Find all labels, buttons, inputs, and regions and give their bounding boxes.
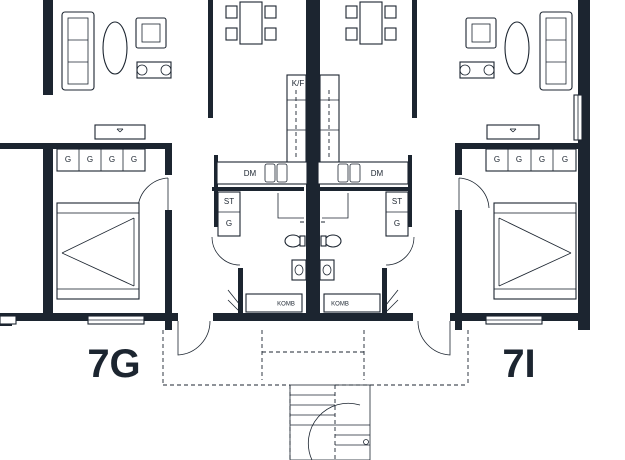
- right-sofa: [539, 11, 573, 91]
- left-kitchen: K/F DM: [216, 74, 308, 185]
- right-wardrobes: G G G G: [485, 148, 577, 172]
- combi-units: KOMB KOMB: [227, 289, 399, 313]
- entrance-stairs: [289, 384, 371, 460]
- left-coffee-table: [102, 21, 128, 75]
- wardrobe-label: G: [539, 155, 545, 164]
- left-bedroom-door: [137, 177, 169, 210]
- wardrobe-label: G: [131, 155, 137, 164]
- wardrobe-label: G: [109, 155, 115, 164]
- left-storage: ST G: [211, 191, 241, 266]
- dishwasher-label: DM: [371, 169, 384, 178]
- right-wheelchair-icon: [459, 61, 495, 79]
- wardrobe-label: G: [226, 219, 232, 228]
- right-bed: [493, 202, 577, 300]
- right-dining-table: [345, 1, 397, 45]
- unit-label-7i: 7I: [502, 342, 535, 386]
- combi-label: KOMB: [331, 302, 349, 308]
- right-tv-bench: [486, 124, 540, 140]
- right-bedroom-door: [458, 177, 490, 210]
- right-storage: ST G: [385, 191, 415, 266]
- wardrobe-label: G: [494, 155, 500, 164]
- wardrobe-label: G: [394, 219, 400, 228]
- windows: [0, 94, 583, 325]
- left-entrance-door: [177, 320, 211, 356]
- left-tv-bench: [94, 124, 146, 140]
- storage-label: ST: [224, 197, 234, 206]
- wardrobe-label: G: [516, 155, 522, 164]
- kitchen-label: K/F: [292, 79, 305, 88]
- right-armchair: [465, 17, 497, 49]
- wardrobe-label: G: [65, 155, 71, 164]
- toilets: [284, 234, 342, 248]
- unit-label-7g: 7G: [87, 342, 140, 386]
- sinks: [291, 259, 335, 281]
- left-armchair: [135, 17, 167, 49]
- dishwasher-label: DM: [244, 169, 257, 178]
- right-kitchen: DM: [317, 74, 409, 185]
- shower-area: [277, 193, 349, 223]
- combi-label: KOMB: [277, 302, 295, 308]
- left-wardrobes: G G G G: [56, 148, 146, 172]
- right-entrance-door: [417, 320, 451, 356]
- right-coffee-table: [504, 21, 530, 75]
- storage-label: ST: [392, 197, 402, 206]
- left-sofa: [61, 11, 95, 91]
- left-dining-table: [225, 1, 277, 45]
- left-wheelchair-icon: [136, 61, 172, 79]
- wardrobe-label: G: [562, 155, 568, 164]
- left-bed: [56, 202, 140, 300]
- wardrobe-label: G: [87, 155, 93, 164]
